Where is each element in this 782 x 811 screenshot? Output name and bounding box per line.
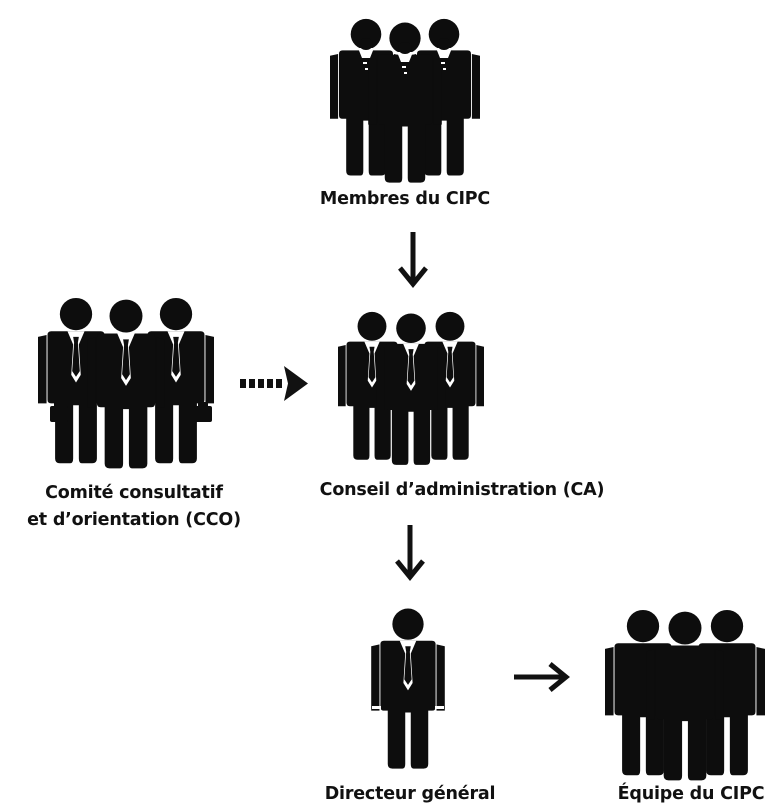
node-label: Conseil d’administration (CA) [319,480,605,500]
three-businessmen-icon [338,311,484,465]
node-label: Directeur général [324,784,496,804]
node-label: Comité consultatif et d’orientation (CCO… [27,483,241,530]
arrow-dashed-right-icon [240,366,308,401]
three-people-bearded-icon [330,18,480,183]
arrow-down-icon [395,525,425,581]
three-people-icon [605,609,765,781]
businessman-icon [371,608,445,769]
node-label: Membres du CIPC [319,189,491,209]
node-label: Équipe du CIPC [617,784,765,804]
arrow-right-icon [514,662,570,692]
arrow-down-icon [398,232,428,288]
three-businessmen-briefcase-icon [38,297,214,469]
